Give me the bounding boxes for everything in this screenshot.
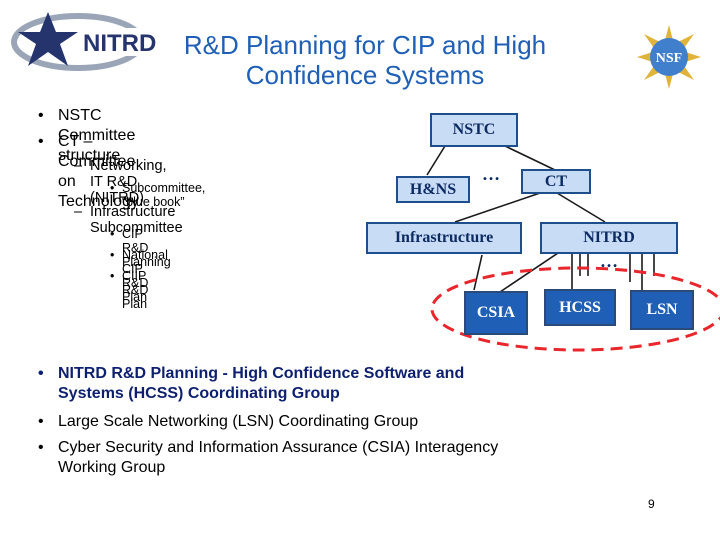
node-ct: CT <box>521 169 591 194</box>
nitrd-logo-text: NITRD <box>83 30 156 57</box>
node-hns: H&NS <box>396 176 470 203</box>
list-item-line: Working Group <box>58 459 166 476</box>
page-number: 9 <box>648 497 655 511</box>
nsf-logo-text: NSF <box>656 51 682 66</box>
list-item-line: Cyber Security and Information Assurance… <box>58 439 499 456</box>
ellipsis-ct: … <box>482 164 500 184</box>
page-title: R&D Planning for CIP and High Confidence… <box>160 30 570 90</box>
list-item-line: Large Scale Networking (LSN) Coordinatin… <box>58 413 419 430</box>
nitrd-logo: NITRD <box>11 12 160 71</box>
highlight-ellipse <box>430 266 720 352</box>
nsf-logo: NSF <box>637 25 701 89</box>
list-item: NITRD R&D Planning - High Confidence Sof… <box>38 364 618 404</box>
list-item: Cyber Security and Information Assurance… <box>38 438 638 478</box>
connector-nstc-ct <box>504 145 556 171</box>
connector-ct-nitrd <box>556 192 606 223</box>
node-hcss: HCSS <box>544 289 616 326</box>
node-nitrd: NITRD <box>540 222 678 254</box>
node-nstc: NSTC <box>430 113 518 147</box>
connector-nitrd-csia <box>499 252 559 293</box>
connector-ct-infrastructure <box>454 192 541 223</box>
list-item: CIIP R&D Plan <box>110 269 149 311</box>
node-csia: CSIA <box>464 291 528 335</box>
connector-infrastructure-csia <box>473 254 483 291</box>
title-line-1: R&D Planning for CIP and High <box>183 30 547 60</box>
list-item-line: Systems (HCSS) Coordinating Group <box>58 385 340 402</box>
connector-nstc-hns <box>426 145 446 176</box>
node-lsn: LSN <box>630 290 694 330</box>
list-item: Large Scale Networking (LSN) Coordinatin… <box>38 412 618 432</box>
node-infrastructure: Infrastructure <box>366 222 522 254</box>
list-item-line: NITRD R&D Planning - High Confidence Sof… <box>58 365 465 382</box>
ellipsis-nitrd: … <box>600 251 618 271</box>
title-line-2: Confidence Systems <box>245 60 485 90</box>
